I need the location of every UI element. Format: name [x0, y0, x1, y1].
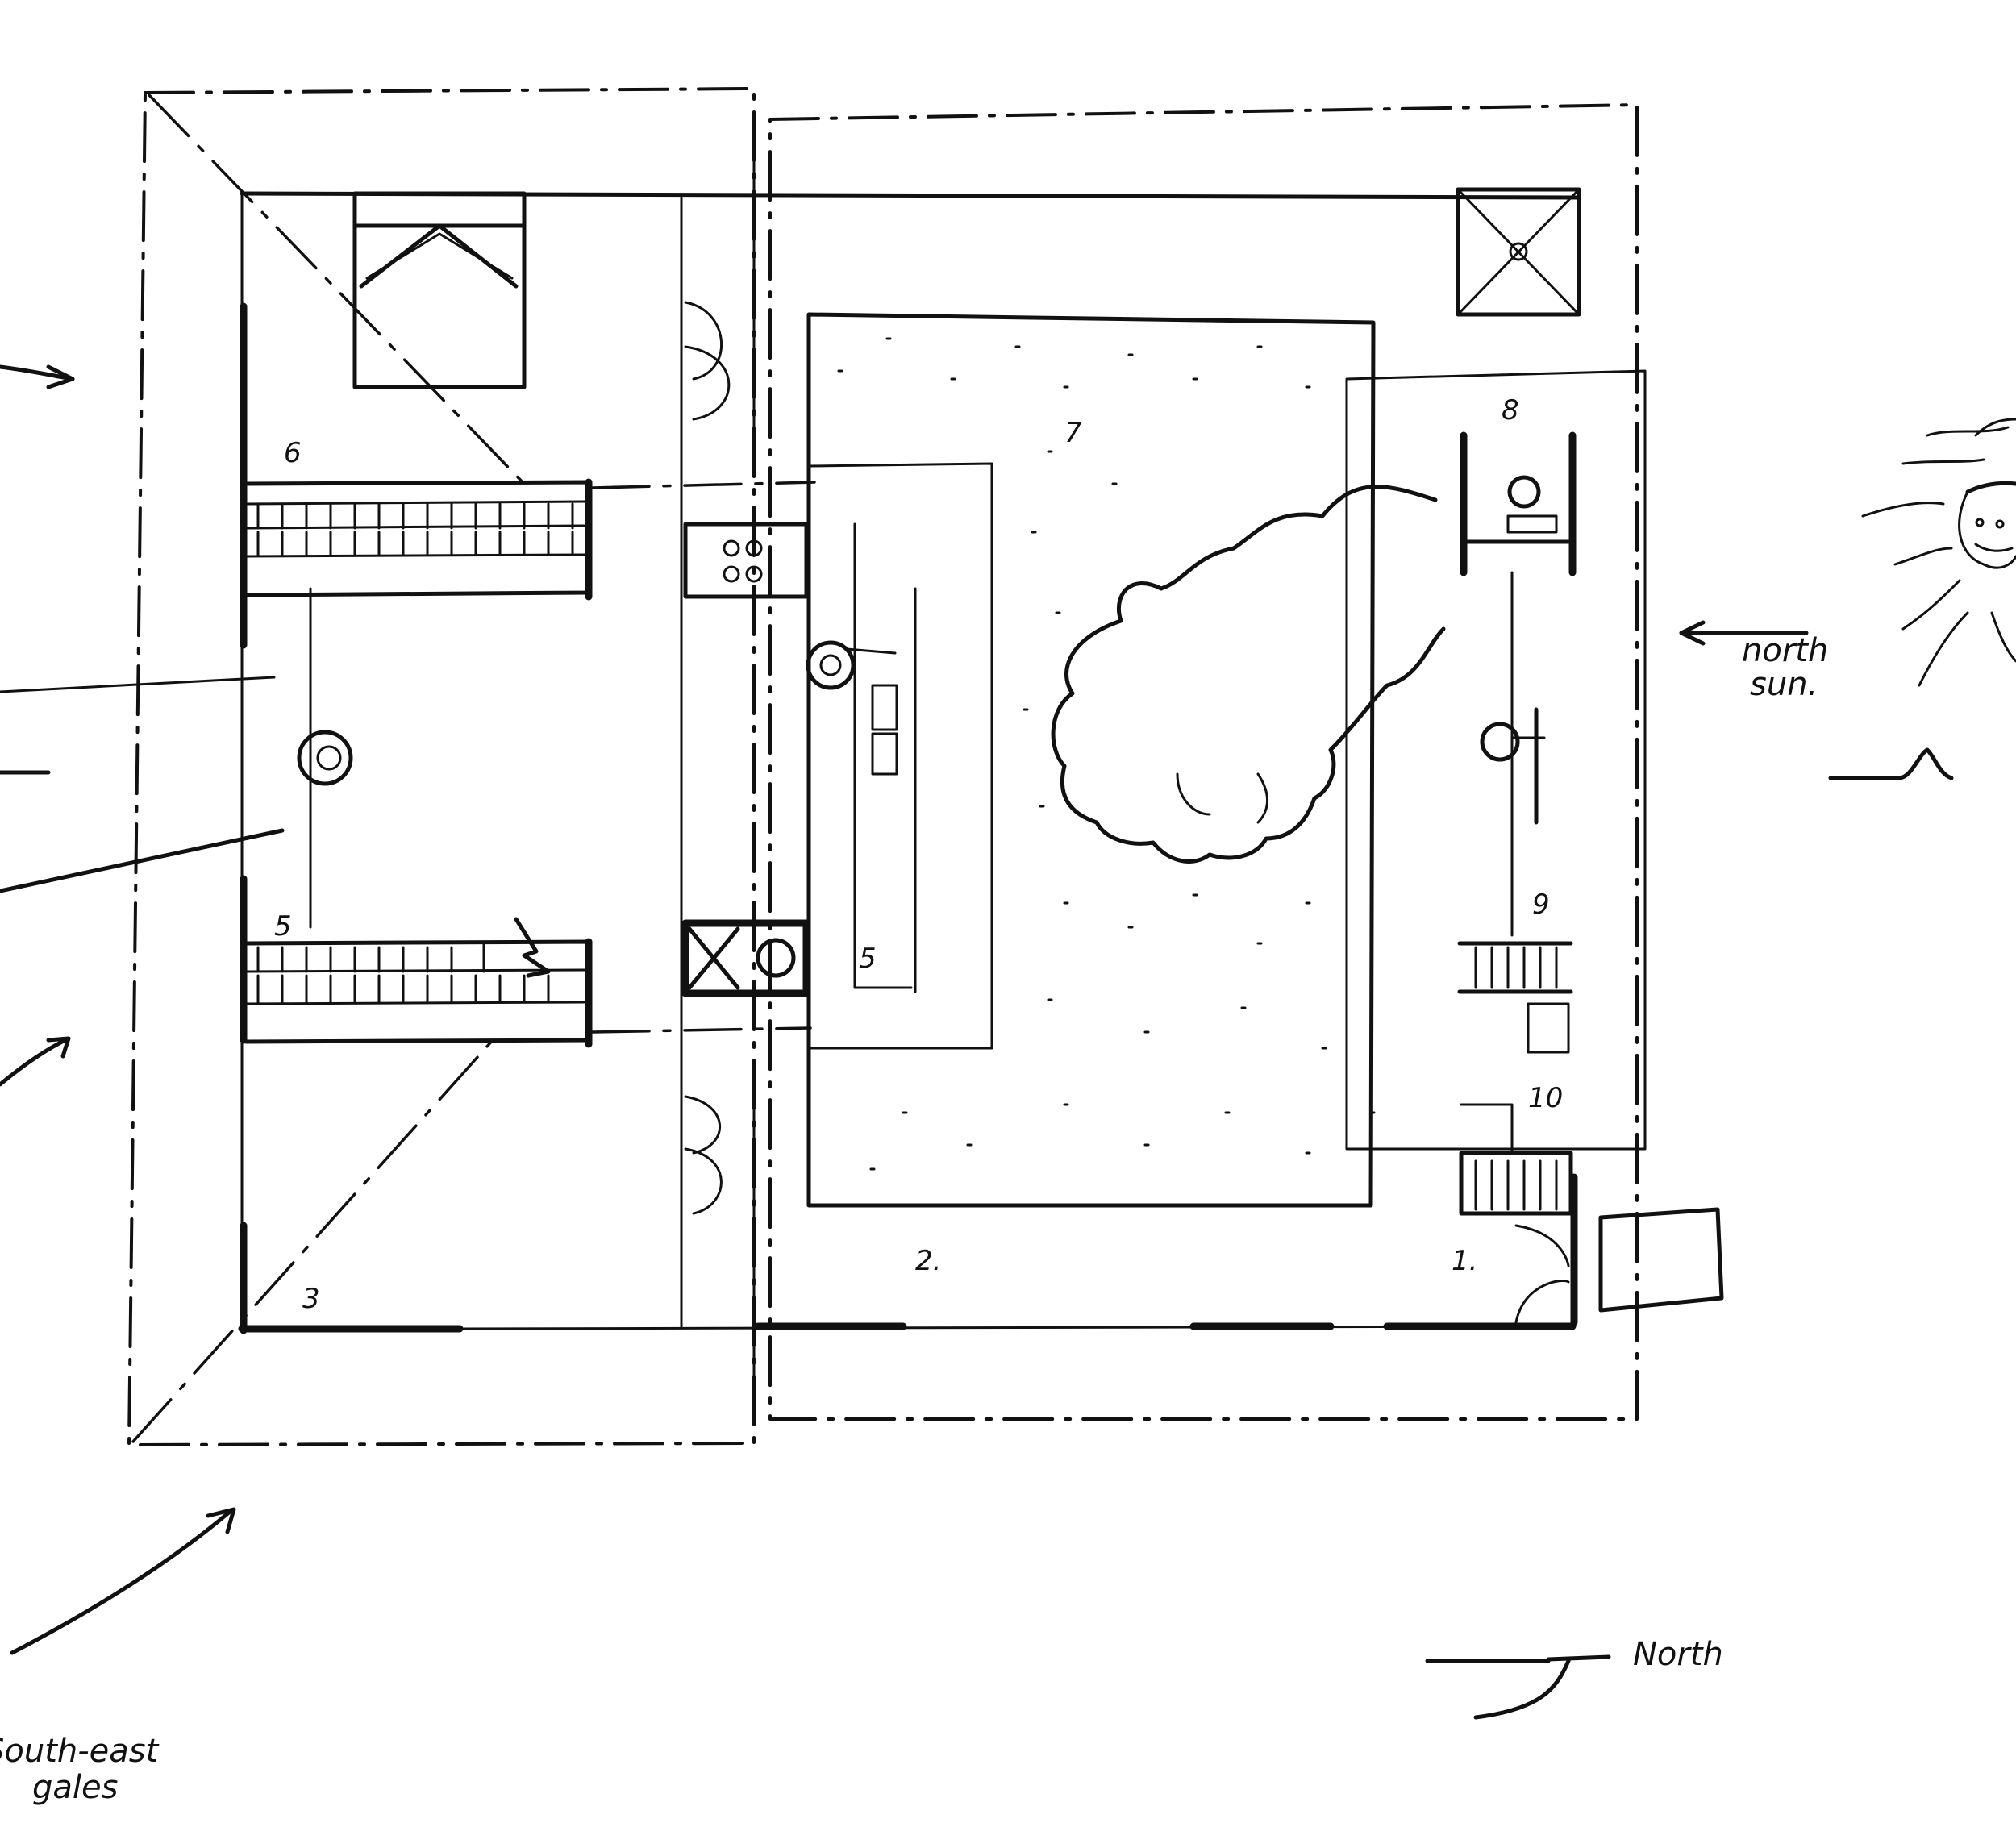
- water-tank-icon: [1456, 187, 1581, 317]
- door-swings: [684, 301, 1570, 1324]
- roof-outline-west: [127, 87, 756, 1446]
- room-label-1: 1.: [1452, 1245, 1477, 1277]
- room-label-4: 5: [274, 910, 292, 943]
- room-label-8: 8: [1502, 394, 1519, 427]
- person-icon: [297, 730, 353, 786]
- room-label-7: 7: [1064, 417, 1082, 449]
- room-label-10: 10: [1528, 1082, 1563, 1114]
- exterior-walls: [238, 191, 1579, 1334]
- room-label-6: 6: [284, 437, 302, 469]
- north-sun-arrow: [1679, 620, 1809, 646]
- north-marker: [1425, 1654, 1611, 1720]
- wind-arrows-west: [0, 364, 285, 1087]
- stove-icon: [723, 539, 763, 583]
- fireplace-icon: [514, 917, 551, 978]
- south-east-gales-label-line2: gales: [32, 1769, 118, 1806]
- north-sun-label-line2: sun.: [1750, 666, 1818, 703]
- storage-room: [1457, 571, 1573, 1216]
- sun-icon: [1828, 418, 2016, 780]
- tree-icon: [1051, 485, 1446, 864]
- bench-north: [244, 478, 593, 601]
- roof-outline-east: [768, 103, 1639, 1421]
- person-icon: [1480, 707, 1546, 825]
- north-sun-label-line1: north: [1742, 632, 1828, 669]
- bench-south: [244, 938, 593, 1048]
- internal-walls: [309, 118, 917, 1421]
- room-label-9: 9: [1532, 889, 1550, 921]
- room-label-2: 2.: [915, 1245, 941, 1277]
- bed: [352, 191, 527, 389]
- south-east-gales-label-line1: South-east: [0, 1733, 160, 1770]
- north-label: North: [1633, 1636, 1723, 1673]
- toilet-room: [1460, 431, 1577, 576]
- south-east-gales-arrow: [10, 1507, 236, 1655]
- room-label-5: 5: [859, 943, 877, 975]
- step-stone: [1598, 1207, 1724, 1313]
- sink-icon: [687, 926, 796, 990]
- person-icon: [806, 640, 898, 776]
- roof-hip-lines: [131, 94, 816, 1443]
- ground-stipple: [837, 337, 1376, 1171]
- room-label-3: 3: [302, 1283, 320, 1315]
- courtyard-outline: [806, 312, 1647, 1208]
